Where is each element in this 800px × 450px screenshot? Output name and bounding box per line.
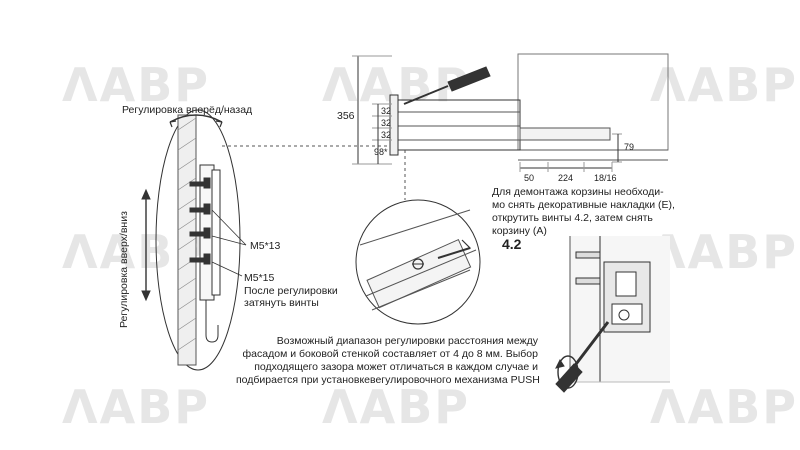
dim-bottom-c: 18/16: [594, 173, 617, 183]
removal-note-line: мо снять декоративные накладки (E),: [492, 199, 675, 211]
dim-step-2: 32: [381, 118, 392, 128]
dim-step-1: 32: [381, 106, 392, 116]
watermark-logo: ΛABP: [62, 58, 210, 112]
push-mechanism-detail: [555, 236, 670, 393]
up-down-adjust-label: Регулировка вверх/вниз: [118, 211, 130, 328]
removal-note: Для демонтажа корзины необходи- мо снять…: [492, 186, 675, 238]
watermark-logo: ΛABP: [62, 380, 210, 434]
screw-m5-15-label: M5*15: [244, 272, 275, 284]
dim-height-total: 356: [337, 110, 355, 122]
removal-note-line: открутить винты 4.2, затем снять: [492, 212, 653, 224]
tighten-screws-label: затянуть винты: [244, 297, 319, 309]
gap-note-line: подбирается при установкевегулировочного…: [236, 374, 540, 386]
watermark-logo: ΛABP: [322, 380, 470, 434]
front-back-adjust-label: Регулировка вперёд/назад: [122, 104, 253, 116]
gap-note-line: фасадом и боковой стенкой составляет от …: [242, 348, 538, 360]
dim-bottom-a: 50: [524, 173, 535, 183]
gap-note-line: подходящего зазора может отличаться в ка…: [254, 361, 538, 373]
dim-right-height: 79: [624, 142, 635, 152]
cabinet-section: [352, 53, 669, 172]
screw-m5-13-label: M5*13: [250, 240, 281, 252]
gap-note-line: Возможный диапазон регулировки расстояни…: [276, 335, 538, 347]
watermark-logo: ΛABP: [650, 380, 798, 434]
watermark-logo: ΛABP: [650, 58, 798, 112]
side-detail: [141, 109, 247, 371]
removal-note-line: корзину (A): [492, 225, 547, 237]
removal-note-line: Для демонтажа корзины необходи-: [492, 186, 664, 198]
gap-note: Возможный диапазон регулировки расстояни…: [236, 335, 540, 387]
after-adjust-label: После регулировки: [244, 285, 338, 297]
dim-step-3: 32: [381, 130, 392, 140]
dim-bottom: 98*: [374, 147, 388, 157]
dim-bottom-b: 224: [558, 173, 574, 183]
zoom-detail: [355, 199, 481, 325]
screw-callout: 4.2: [502, 236, 522, 252]
watermark-logo: ΛABP: [650, 225, 798, 279]
